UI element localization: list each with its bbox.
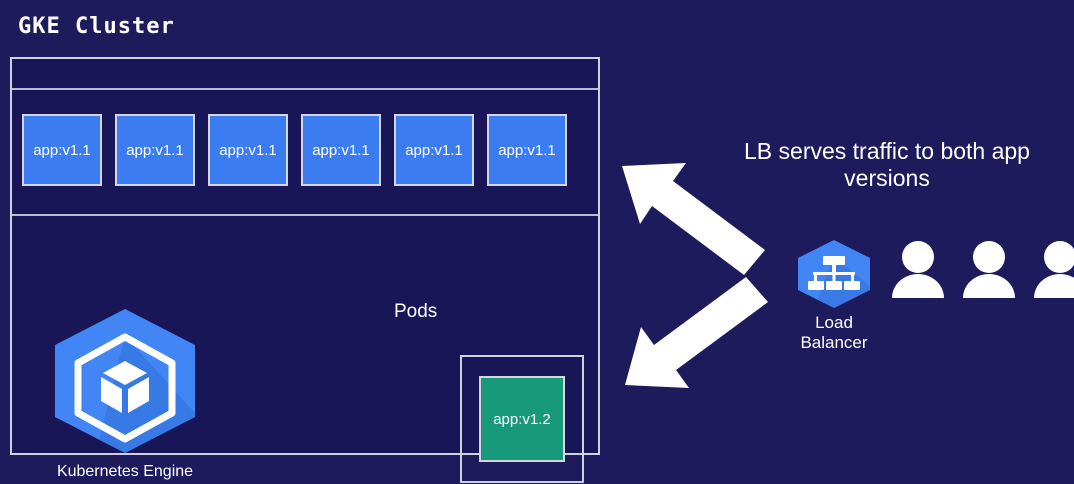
pod-app-v1-1[interactable]: app:v1.1 — [208, 114, 288, 186]
load-balancer-label-line2: Balancer — [800, 333, 868, 353]
pod-app-v1-1[interactable]: app:v1.1 — [22, 114, 102, 186]
pods-row-divider — [12, 214, 598, 216]
kubernetes-engine-icon — [34, 301, 216, 461]
pod-label: app:v1.1 — [405, 141, 463, 159]
arrow-lb-to-pod-v1-2 — [625, 277, 768, 388]
cluster-top-band — [12, 59, 598, 90]
lb-caption: LB serves traffic to both app versions — [718, 138, 1056, 191]
pod-label: app:v1.1 — [219, 141, 277, 159]
pods-label: Pods — [394, 301, 438, 322]
pod-app-v1-2[interactable]: app:v1.2 — [479, 376, 565, 462]
users-group — [890, 240, 1074, 298]
pod-label: app:v1.1 — [33, 141, 91, 159]
load-balancer-hierarchy-icon — [782, 238, 886, 310]
lb-caption-line1: LB serves traffic to both app — [744, 138, 1030, 164]
kubernetes-engine-node[interactable]: Kubernetes Engine — [34, 301, 216, 481]
pod-app-v1-1[interactable]: app:v1.1 — [301, 114, 381, 186]
pod-label: app:v1.1 — [498, 141, 556, 159]
load-balancer-node[interactable]: Load Balancer — [782, 238, 886, 353]
lb-caption-line2: versions — [844, 164, 930, 191]
load-balancer-label: Load Balancer — [782, 313, 886, 353]
user-icon — [892, 241, 944, 298]
kubernetes-engine-label: Kubernetes Engine — [56, 463, 194, 480]
pod-label: app:v1.1 — [312, 141, 370, 159]
pod-app-v1-1[interactable]: app:v1.1 — [394, 114, 474, 186]
pod-app-v1-1[interactable]: app:v1.1 — [115, 114, 195, 186]
pod-app-v1-1[interactable]: app:v1.1 — [487, 114, 567, 186]
gke-cluster-box: app:v1.1 app:v1.1 app:v1.1 app:v1.1 app:… — [10, 57, 600, 483]
pod-label: app:v1.2 — [493, 410, 551, 428]
load-balancer-label-line1: Load — [815, 313, 853, 332]
user-icon — [963, 241, 1015, 298]
pod-v1-2-container: app:v1.2 — [460, 355, 584, 483]
pods-v1-1-row: app:v1.1 app:v1.1 app:v1.1 app:v1.1 app:… — [22, 114, 567, 186]
page-title: GKE Cluster — [18, 14, 175, 39]
pod-label: app:v1.1 — [126, 141, 184, 159]
user-icon — [1034, 241, 1074, 298]
